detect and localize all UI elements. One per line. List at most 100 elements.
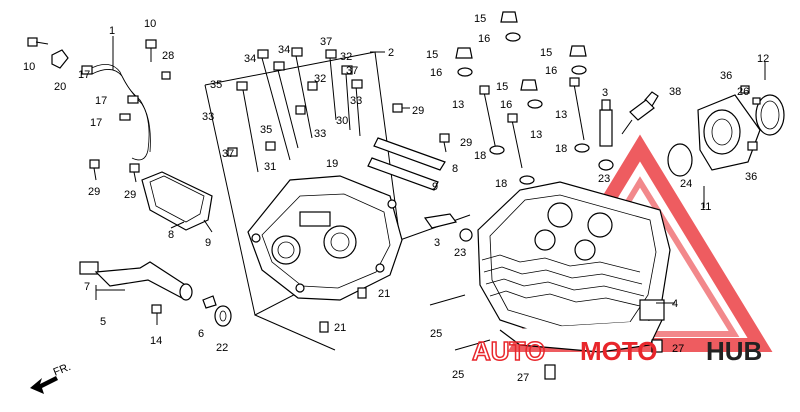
breather-tube — [81, 63, 151, 161]
label-36: 36 — [720, 70, 732, 82]
camshaft-part-3 — [423, 213, 473, 242]
label-29: 29 — [412, 105, 424, 117]
label-13: 13 — [530, 129, 542, 141]
label-15: 15 — [540, 47, 552, 59]
label-33: 33 — [350, 95, 362, 107]
label-29: 29 — [460, 137, 472, 149]
label-14: 14 — [150, 335, 162, 347]
label-36: 36 — [745, 171, 757, 183]
label-31: 31 — [264, 161, 276, 173]
label-28: 28 — [162, 50, 174, 62]
label-4: 4 — [672, 298, 678, 310]
label-35: 35 — [210, 79, 222, 91]
label-27: 27 — [517, 372, 529, 384]
head-bolts-group — [227, 47, 363, 173]
label-17: 17 — [78, 69, 90, 81]
label-30: 30 — [336, 115, 348, 127]
nut-28 — [161, 71, 171, 80]
label-16: 16 — [500, 99, 512, 111]
label-22: 22 — [216, 342, 228, 354]
label-27: 27 — [672, 343, 684, 355]
spark-plug-38 — [621, 91, 659, 135]
label-10: 10 — [144, 18, 156, 30]
label-33: 33 — [202, 111, 214, 123]
label-15: 15 — [426, 49, 438, 61]
watermark-text: AUTO MOTO HUB — [471, 335, 762, 367]
label-17: 17 — [90, 117, 102, 129]
intake-pipe-11 — [667, 85, 785, 177]
label-38: 38 — [669, 86, 681, 98]
label-21: 21 — [378, 288, 390, 300]
label-24: 24 — [680, 178, 692, 190]
label-18: 18 — [474, 150, 486, 162]
bolts-29 — [89, 103, 450, 183]
label-34: 34 — [244, 53, 256, 65]
upper-nuts-and-bolts — [455, 11, 590, 185]
washer-22 — [214, 305, 232, 327]
label-29: 29 — [88, 186, 100, 198]
watermark-brand-moto: MOTO — [580, 336, 658, 366]
label-23: 23 — [598, 173, 610, 185]
label-10: 10 — [23, 61, 35, 73]
label-37: 37 — [320, 36, 332, 48]
label-25: 25 — [430, 328, 442, 340]
label-9: 9 — [205, 237, 211, 249]
clamp-20 — [51, 49, 69, 69]
cylinder-head-cover-left — [247, 175, 403, 301]
label-15: 15 — [474, 13, 486, 25]
leader-lines — [95, 36, 766, 304]
label-12: 12 — [757, 53, 769, 65]
studs-25 — [429, 294, 491, 351]
label-11: 11 — [700, 201, 711, 213]
label-5: 5 — [100, 316, 106, 328]
rocker-arm-assembly — [79, 261, 193, 301]
label-7: 7 — [84, 281, 90, 293]
label-2: 2 — [388, 47, 394, 59]
label-23: 23 — [454, 247, 466, 259]
label-9: 9 — [432, 181, 438, 193]
label-35: 35 — [260, 124, 272, 136]
label-19: 19 — [326, 158, 338, 170]
bolt-10-left — [27, 37, 49, 47]
label-21: 21 — [334, 322, 346, 334]
label-15: 15 — [496, 81, 508, 93]
label-37: 37 — [346, 65, 358, 77]
bolt-14 — [151, 304, 162, 325]
label-3: 3 — [602, 87, 608, 99]
label-16: 16 — [545, 65, 557, 77]
label-25: 25 — [452, 369, 464, 381]
label-37: 37 — [222, 148, 234, 160]
valve-guide-3 — [598, 99, 614, 171]
label-26: 26 — [737, 86, 749, 98]
label-6: 6 — [198, 328, 204, 340]
label-29: 29 — [124, 189, 136, 201]
label-20: 20 — [54, 81, 66, 93]
label-18: 18 — [495, 178, 507, 190]
bolt-10-upper — [145, 39, 157, 62]
label-8: 8 — [168, 229, 174, 241]
label-32: 32 — [340, 51, 352, 63]
front-direction-label: FR. — [52, 361, 73, 379]
spring-6 — [202, 295, 217, 309]
label-8: 8 — [452, 163, 458, 175]
label-34: 34 — [278, 44, 290, 56]
label-13: 13 — [452, 99, 464, 111]
label-16: 16 — [430, 67, 442, 79]
front-direction-arrow — [30, 376, 58, 394]
cylinder-head-main — [477, 181, 671, 353]
watermark-brand-hub: HUB — [706, 336, 762, 366]
label-1: 1 — [109, 25, 115, 37]
watermark-brand-auto: AUTO — [472, 336, 545, 366]
label-16: 16 — [478, 33, 490, 45]
side-cover-left — [141, 171, 213, 231]
label-3: 3 — [434, 237, 440, 249]
part-number-labels: 1 2 3 3 4 5 6 7 8 8 9 9 10 10 11 12 13 1… — [23, 13, 769, 384]
dowels-21 — [319, 287, 367, 333]
label-18: 18 — [555, 143, 567, 155]
label-17: 17 — [95, 95, 107, 107]
label-33: 33 — [314, 128, 326, 140]
label-32: 32 — [314, 73, 326, 85]
rocker-gaskets — [367, 137, 446, 191]
label-13: 13 — [555, 109, 567, 121]
